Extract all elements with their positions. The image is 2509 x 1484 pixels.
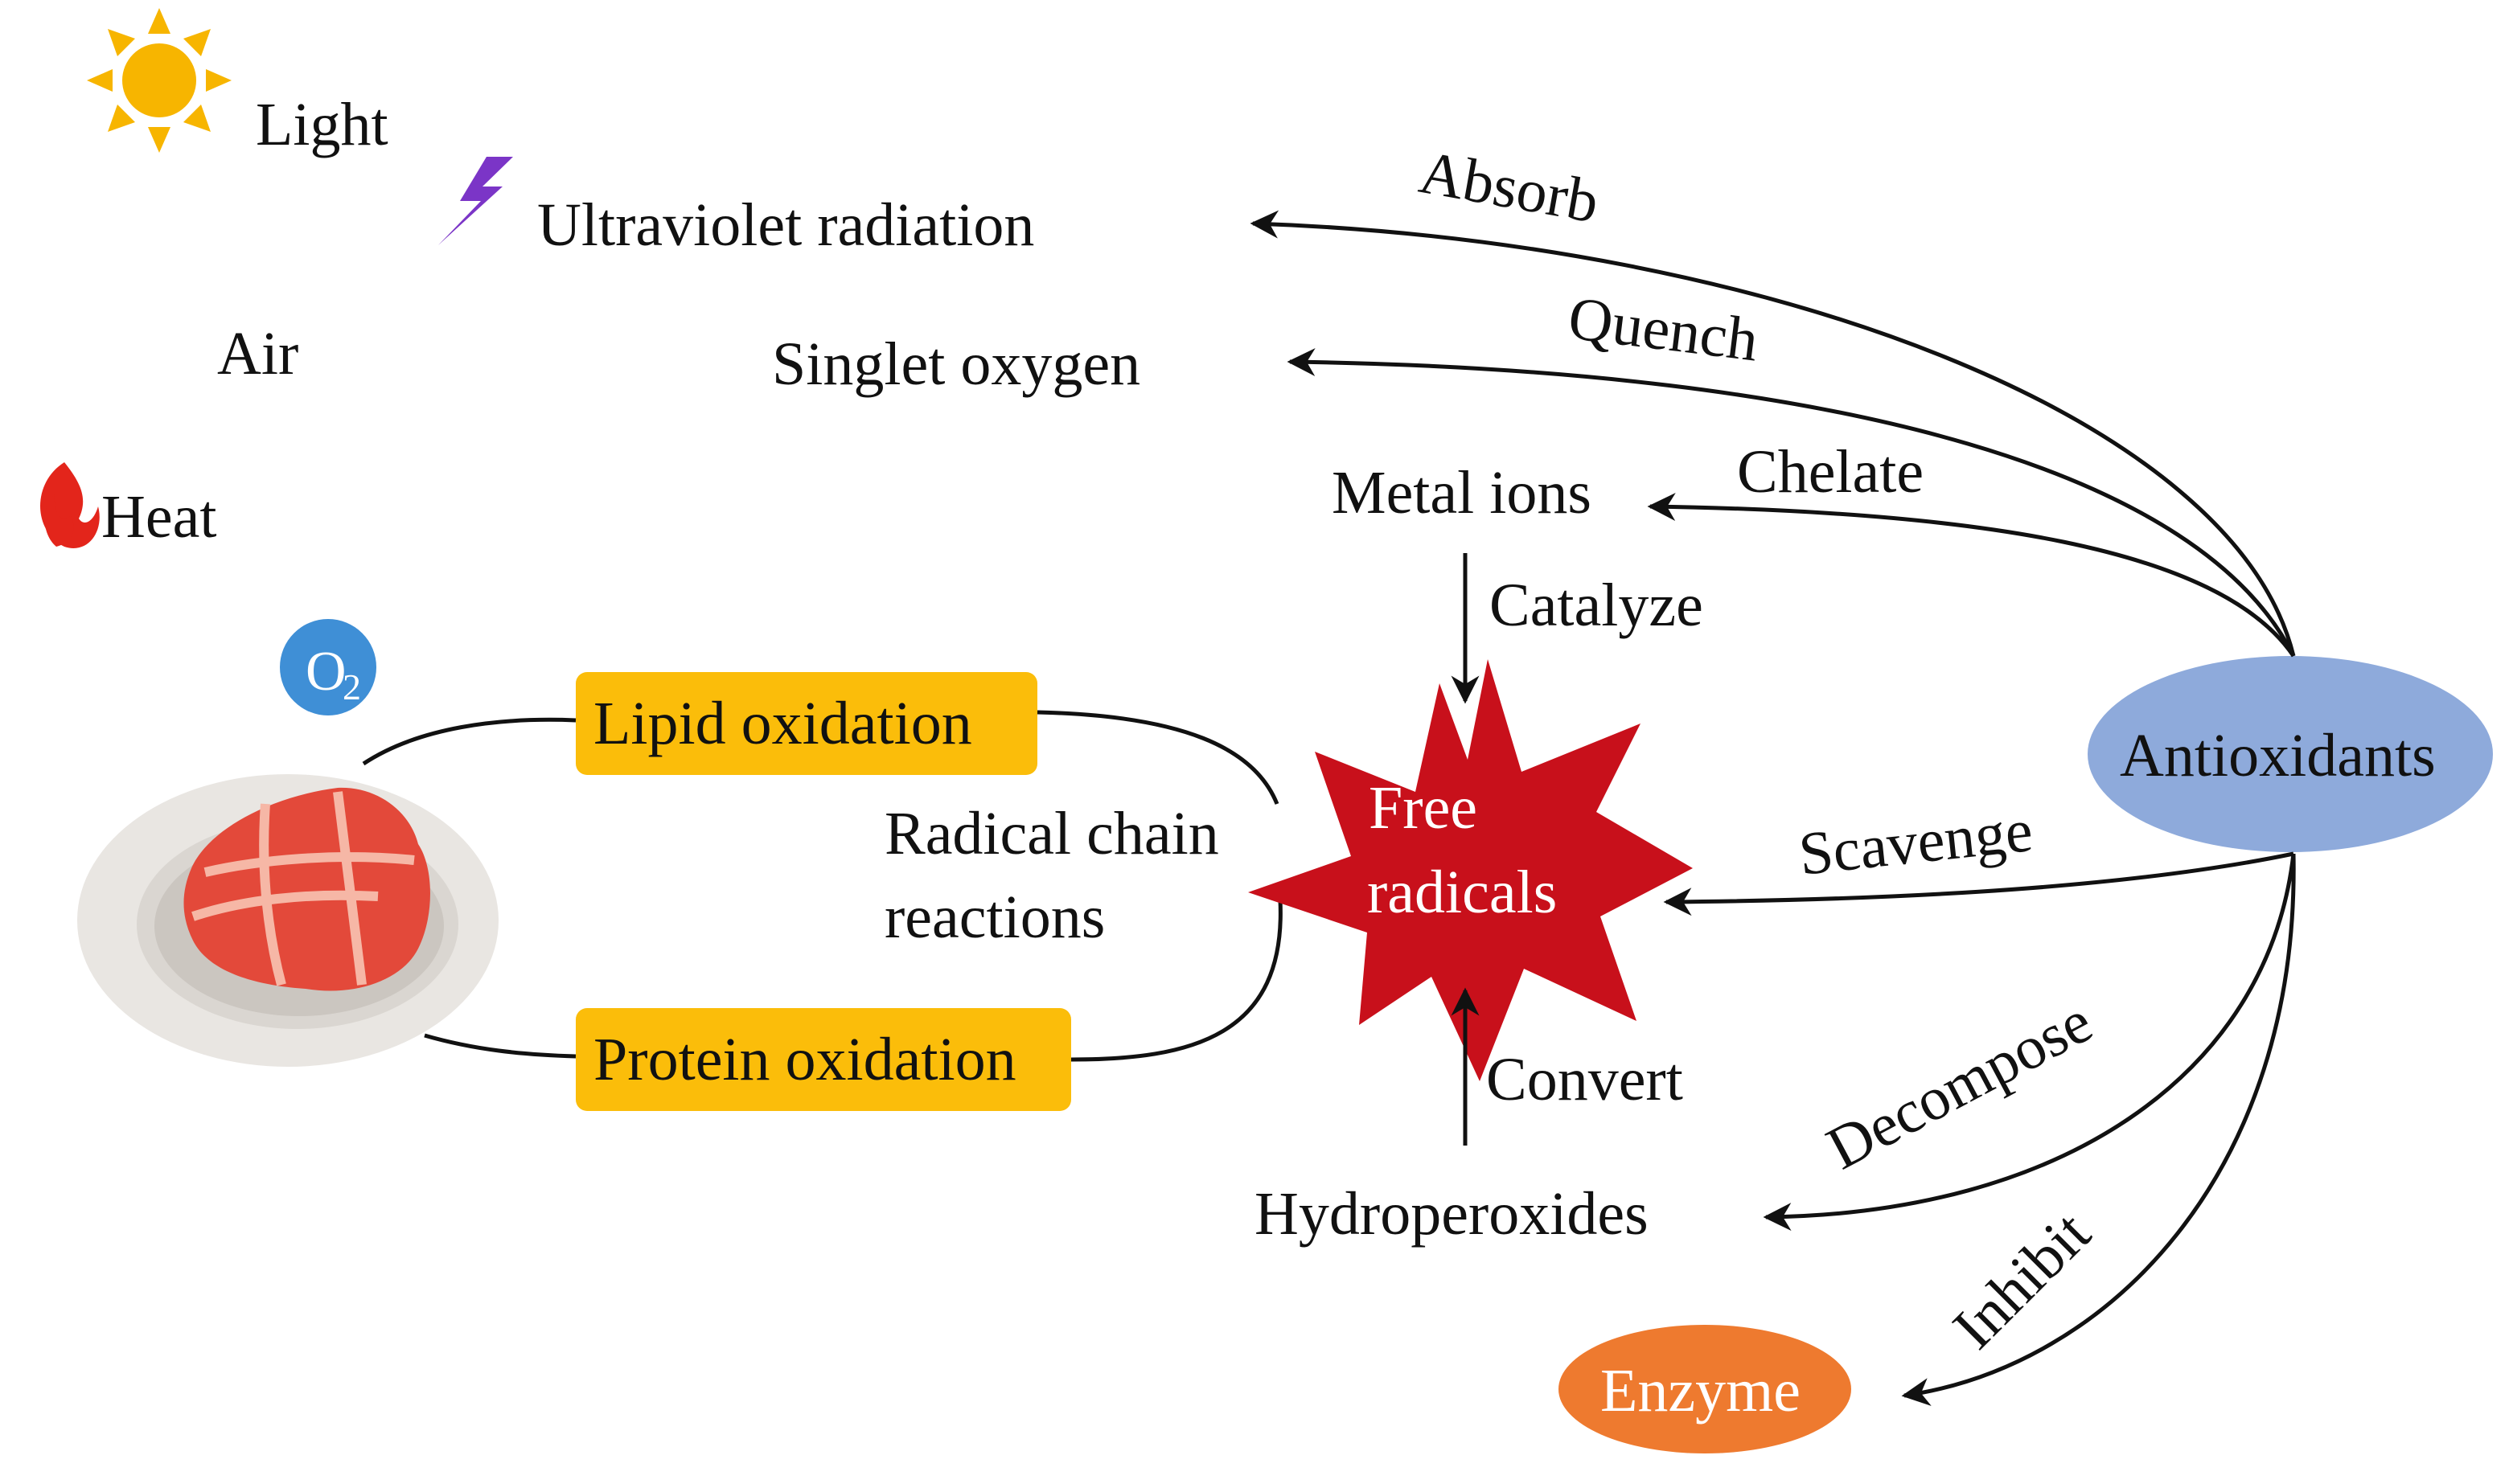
quench-label: Quench (1565, 284, 1762, 374)
catalyze-label: Catalyze (1489, 572, 1703, 639)
scavenge-label: Scavenge (1796, 797, 2035, 888)
plate-to-lipid-connector (362, 717, 577, 766)
lipid-to-radicals-connector (1037, 710, 1279, 805)
sun-icon (87, 8, 232, 153)
metal-ions-label: Metal ions (1332, 459, 1591, 527)
radical-chain-label-line1: Radical chain (885, 800, 1219, 867)
light-label: Light (256, 91, 388, 158)
antioxidants-node (2088, 656, 2493, 852)
hydroperoxides-label: Hydroperoxides (1254, 1180, 1649, 1248)
enzyme-node (1558, 1325, 1851, 1453)
antioxidants-label: Antioxidants (2120, 722, 2436, 789)
protein-oxidation-box (576, 1008, 1071, 1111)
lipid-oxidation-label: Lipid oxidation (593, 690, 972, 757)
enzyme-label: Enzyme (1600, 1357, 1801, 1425)
protein-to-radicals-connector (1070, 900, 1283, 1062)
air-label: Air (217, 320, 298, 387)
scavenge-arrow (1663, 851, 2294, 916)
o2-subscript: 2 (343, 666, 361, 707)
radical-chain-label-line2: reactions (885, 883, 1105, 951)
meat-plate-icon (77, 774, 499, 1067)
lightning-icon (438, 157, 513, 245)
plate-to-protein-connector (424, 1033, 577, 1059)
flame-icon (40, 462, 100, 548)
free-radicals-label-line2: radicals (1367, 859, 1557, 926)
inhibit-label: Inhibit (1940, 1199, 2104, 1362)
decompose-arrow (1763, 853, 2296, 1232)
free-radicals-label-line1: Free (1369, 774, 1477, 842)
uv-label: Ultraviolet radiation (537, 191, 1034, 259)
o2-badge: O 2 (280, 619, 376, 715)
quench-arrow (1287, 347, 2296, 658)
chelate-arrow (1647, 492, 2296, 658)
chelate-label: Chelate (1737, 438, 1924, 506)
decompose-label: Decompose (1817, 987, 2103, 1183)
singlet-oxygen-label: Singlet oxygen (772, 330, 1140, 398)
absorb-arrow (1250, 210, 2296, 657)
absorb-label: Absorb (1415, 138, 1604, 236)
convert-label: Convert (1486, 1046, 1683, 1113)
lipid-oxidation-box (576, 672, 1037, 775)
inhibit-arrow (1901, 853, 2296, 1406)
protein-oxidation-label: Protein oxidation (593, 1026, 1016, 1093)
o2-label: O (306, 641, 347, 703)
heat-label: Heat (101, 483, 216, 551)
free-radicals-burst (1248, 659, 1693, 1081)
